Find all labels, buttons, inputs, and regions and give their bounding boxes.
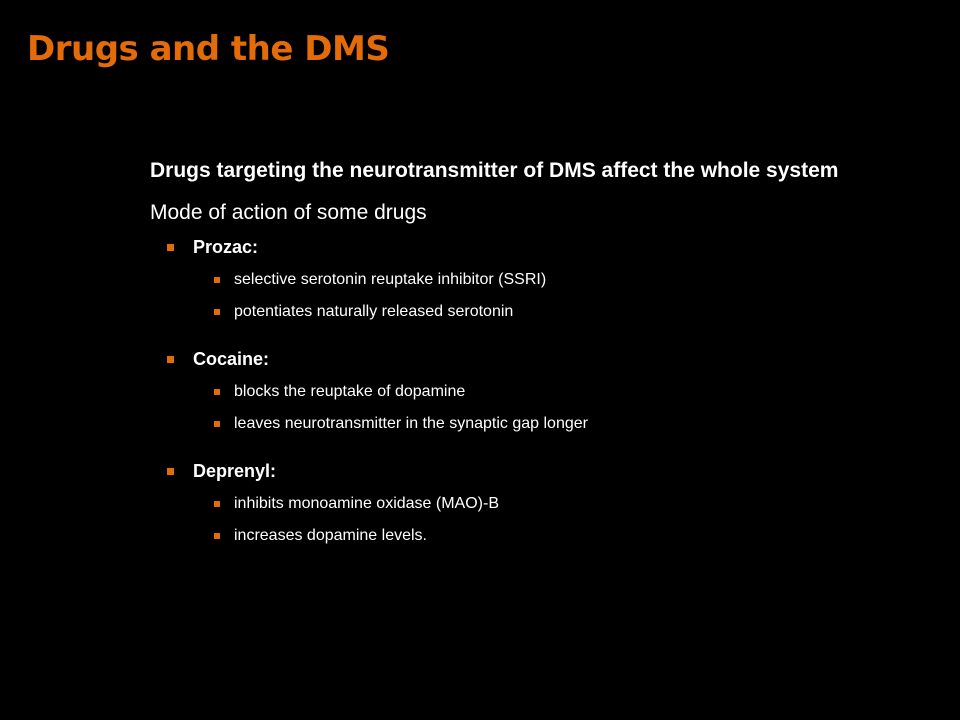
point-text: leaves neurotransmitter in the synaptic … xyxy=(234,415,588,432)
drug-heading: Cocaine: xyxy=(150,344,850,374)
point-text: inhibits monoamine oxidase (MAO)-B xyxy=(234,495,499,512)
drug-heading: Prozac: xyxy=(150,232,850,262)
mode-heading: Mode of action of some drugs xyxy=(150,201,427,224)
square-bullet-icon xyxy=(214,309,220,315)
square-bullet-icon xyxy=(214,389,220,395)
drug-points: selective serotonin reuptake inhibitor (… xyxy=(150,264,850,328)
drug-item-prozac: Prozac: selective serotonin reuptake inh… xyxy=(150,232,850,328)
drug-heading: Deprenyl: xyxy=(150,456,850,486)
list-item: leaves neurotransmitter in the synaptic … xyxy=(150,408,850,440)
drug-item-cocaine: Cocaine: blocks the reuptake of dopamine… xyxy=(150,344,850,440)
square-bullet-icon xyxy=(167,355,174,363)
drug-points: blocks the reuptake of dopamine leaves n… xyxy=(150,376,850,440)
drug-name: Deprenyl: xyxy=(193,460,277,481)
square-bullet-icon xyxy=(214,277,220,283)
slide-title: Drugs and the DMS xyxy=(27,29,390,69)
list-item: potentiates naturally released serotonin xyxy=(150,296,850,328)
drug-name: Cocaine: xyxy=(193,348,270,369)
drug-list: Prozac: selective serotonin reuptake inh… xyxy=(150,232,850,552)
list-item: inhibits monoamine oxidase (MAO)-B xyxy=(150,488,850,520)
point-text: blocks the reuptake of dopamine xyxy=(234,383,466,400)
point-text: potentiates naturally released serotonin xyxy=(234,303,514,320)
list-item: increases dopamine levels. xyxy=(150,520,850,552)
point-text: selective serotonin reuptake inhibitor (… xyxy=(234,271,547,288)
square-bullet-icon xyxy=(214,501,220,507)
slide-content: Drugs targeting the neurotransmitter of … xyxy=(150,156,850,552)
square-bullet-icon xyxy=(167,243,174,251)
list-item: selective serotonin reuptake inhibitor (… xyxy=(150,264,850,296)
drug-points: inhibits monoamine oxidase (MAO)-B incre… xyxy=(150,488,850,552)
lead-statement: Drugs targeting the neurotransmitter of … xyxy=(150,159,839,182)
square-bullet-icon xyxy=(167,467,174,475)
point-text: increases dopamine levels. xyxy=(234,527,427,544)
drug-name: Prozac: xyxy=(193,236,259,257)
drug-item-deprenyl: Deprenyl: inhibits monoamine oxidase (MA… xyxy=(150,456,850,552)
square-bullet-icon xyxy=(214,421,220,427)
square-bullet-icon xyxy=(214,533,220,539)
list-item: blocks the reuptake of dopamine xyxy=(150,376,850,408)
